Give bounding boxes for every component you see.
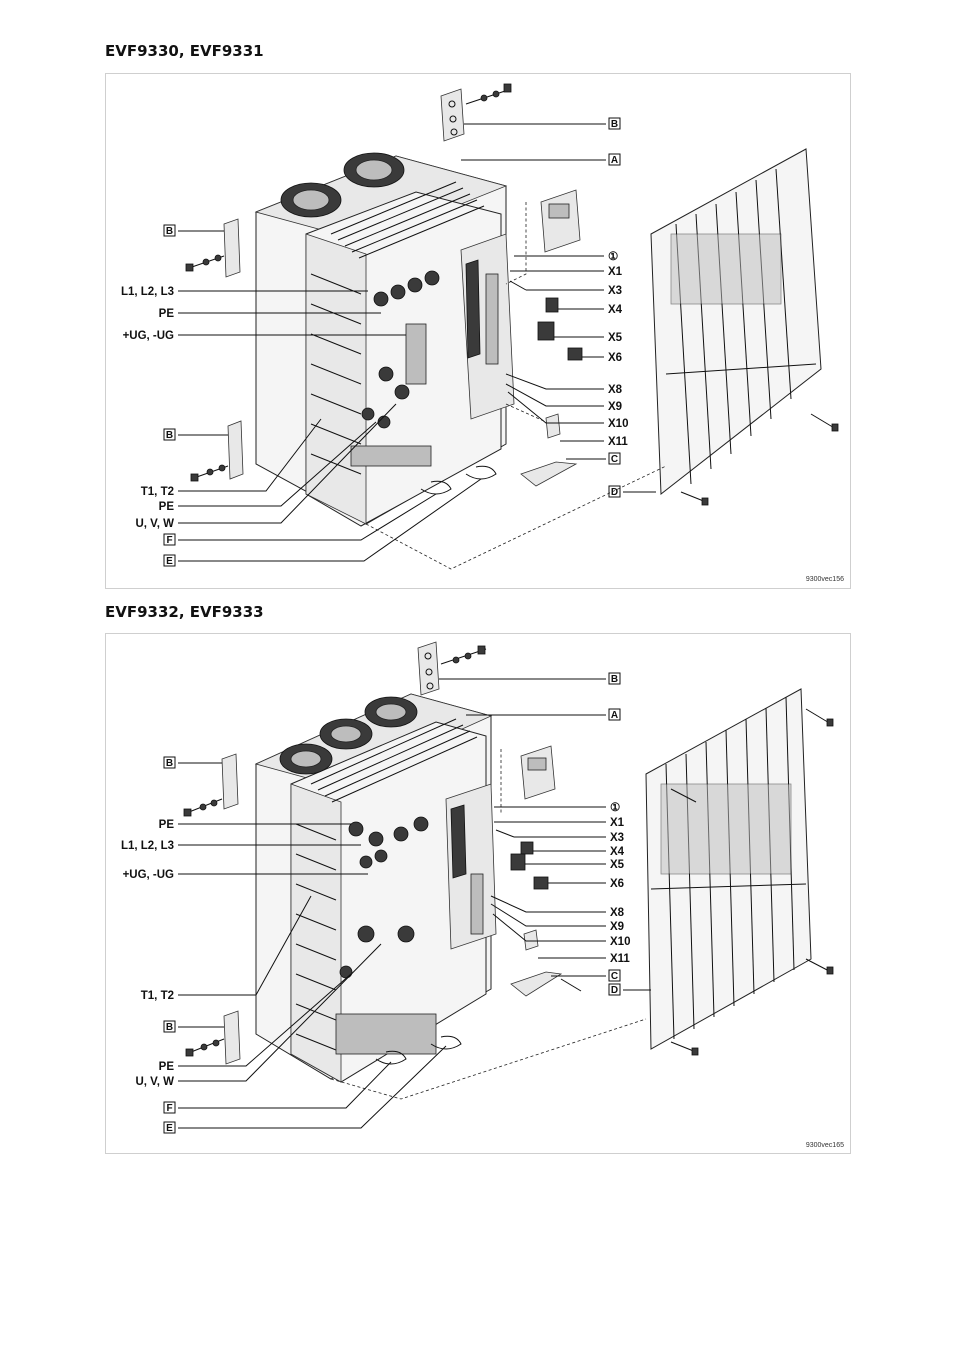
- top-grille: [330, 181, 485, 259]
- callout-B-1: B: [166, 758, 173, 769]
- figure-2-title: EVF9332, EVF9333: [105, 603, 264, 621]
- mounting-bracket-top: [440, 83, 512, 142]
- drive-unit: [254, 693, 497, 1083]
- figure-2-panel: B PE L1, L2, L3 +UG, -UG T1, T2 B PE U, …: [105, 633, 851, 1154]
- fans: [279, 696, 418, 775]
- front-cover: [650, 148, 822, 495]
- callout-A: A: [611, 155, 618, 166]
- callout-X5: X5: [610, 859, 625, 871]
- callout-X3: X3: [610, 832, 624, 844]
- callout-D: D: [611, 487, 618, 498]
- callout-X3: X3: [608, 285, 622, 297]
- cable-clamps: [420, 465, 497, 495]
- callout-X10: X10: [608, 418, 628, 430]
- figure-code: 9300vec156: [806, 576, 844, 583]
- callout-B-top: B: [611, 119, 618, 130]
- callout-PE-1: PE: [159, 308, 175, 320]
- callout-X4: X4: [608, 304, 623, 316]
- callout-T12: T1, T2: [141, 486, 174, 498]
- connector-plugs: [520, 297, 583, 487]
- callout-B-2: B: [166, 1022, 173, 1033]
- callout-B-1: B: [166, 226, 173, 237]
- callout-X11: X11: [610, 953, 630, 965]
- mounting-bracket-top: [417, 641, 487, 696]
- callout-1: ①: [608, 250, 619, 263]
- callout-X1: X1: [610, 817, 625, 829]
- callout-X10: X10: [610, 936, 630, 948]
- connector-plugs: [510, 841, 563, 997]
- front-cover: [645, 688, 812, 1050]
- callout-1: ①: [610, 801, 621, 814]
- callout-UG: +UG, -UG: [123, 869, 174, 881]
- control-card: [460, 233, 515, 420]
- callout-X8: X8: [608, 384, 623, 396]
- heatsink-fins: [295, 823, 337, 1051]
- callout-L123: L1, L2, L3: [121, 840, 174, 852]
- callout-X4: X4: [610, 846, 625, 858]
- callout-L123: L1, L2, L3: [121, 286, 174, 298]
- callout-UVW: U, V, W: [135, 1076, 174, 1088]
- callout-X6: X6: [608, 352, 622, 364]
- callout-E: E: [166, 1123, 173, 1134]
- figure-1-drawing: B L1, L2, L3 PE +UG, -UG B T1, T2 PE U, …: [121, 83, 844, 583]
- figure-1-panel: B L1, L2, L3 PE +UG, -UG B T1, T2 PE U, …: [105, 73, 851, 589]
- right-callouts: B A ① X1 X3 X4 X5 X6 X8 X9 X10 X11 C D: [439, 672, 651, 996]
- drive-unit: [254, 152, 515, 527]
- callout-PE-2: PE: [159, 501, 175, 513]
- callout-C: C: [611, 454, 618, 465]
- figure-1-title: EVF9330, EVF9331: [105, 42, 264, 60]
- callout-X1: X1: [608, 266, 623, 278]
- callout-PE-1: PE: [159, 819, 175, 831]
- callout-T12: T1, T2: [141, 990, 174, 1002]
- fans: [280, 152, 405, 218]
- callout-F: F: [166, 1103, 172, 1114]
- callout-B-2: B: [166, 430, 173, 441]
- callout-X9: X9: [608, 401, 622, 413]
- callout-X5: X5: [608, 332, 623, 344]
- cable-clamps: [375, 1035, 462, 1065]
- right-callouts: B A ① X1 X3 X4 X5 X6 X8 X9 X10 X11 C D: [461, 117, 656, 498]
- keypad: [520, 745, 556, 800]
- mounting-bracket-lower: [190, 420, 244, 482]
- figure-code: 9300vec165: [806, 1142, 844, 1149]
- cover-screws: [680, 413, 839, 506]
- callout-A: A: [611, 710, 618, 721]
- callout-C: C: [611, 971, 618, 982]
- terminal-block: [335, 816, 437, 1055]
- callout-UG: +UG, -UG: [123, 330, 174, 342]
- callout-UVW: U, V, W: [135, 518, 174, 530]
- callout-F: F: [166, 535, 172, 546]
- callout-X11: X11: [608, 436, 628, 448]
- callout-X8: X8: [610, 907, 625, 919]
- mounting-bracket-left: [185, 218, 241, 278]
- mounting-bracket-left: [183, 753, 239, 817]
- heatsink-fins: [310, 273, 362, 475]
- mounting-bracket-lower: [185, 1010, 241, 1065]
- callout-PE-2: PE: [159, 1061, 175, 1073]
- figure-2-drawing: B PE L1, L2, L3 +UG, -UG T1, T2 B PE U, …: [121, 641, 844, 1149]
- keypad: [505, 189, 581, 285]
- top-grille: [310, 718, 478, 803]
- cover-screws: [560, 708, 834, 1056]
- callout-E: E: [166, 556, 173, 567]
- terminal-block: [350, 270, 440, 467]
- callout-B-top: B: [611, 674, 618, 685]
- left-callouts: B L1, L2, L3 PE +UG, -UG B T1, T2 PE U, …: [121, 224, 482, 567]
- callout-X6: X6: [610, 878, 624, 890]
- left-callouts: B PE L1, L2, L3 +UG, -UG T1, T2 B PE U, …: [121, 756, 447, 1134]
- callout-D: D: [611, 985, 618, 996]
- callout-X9: X9: [610, 921, 624, 933]
- control-card: [445, 783, 497, 950]
